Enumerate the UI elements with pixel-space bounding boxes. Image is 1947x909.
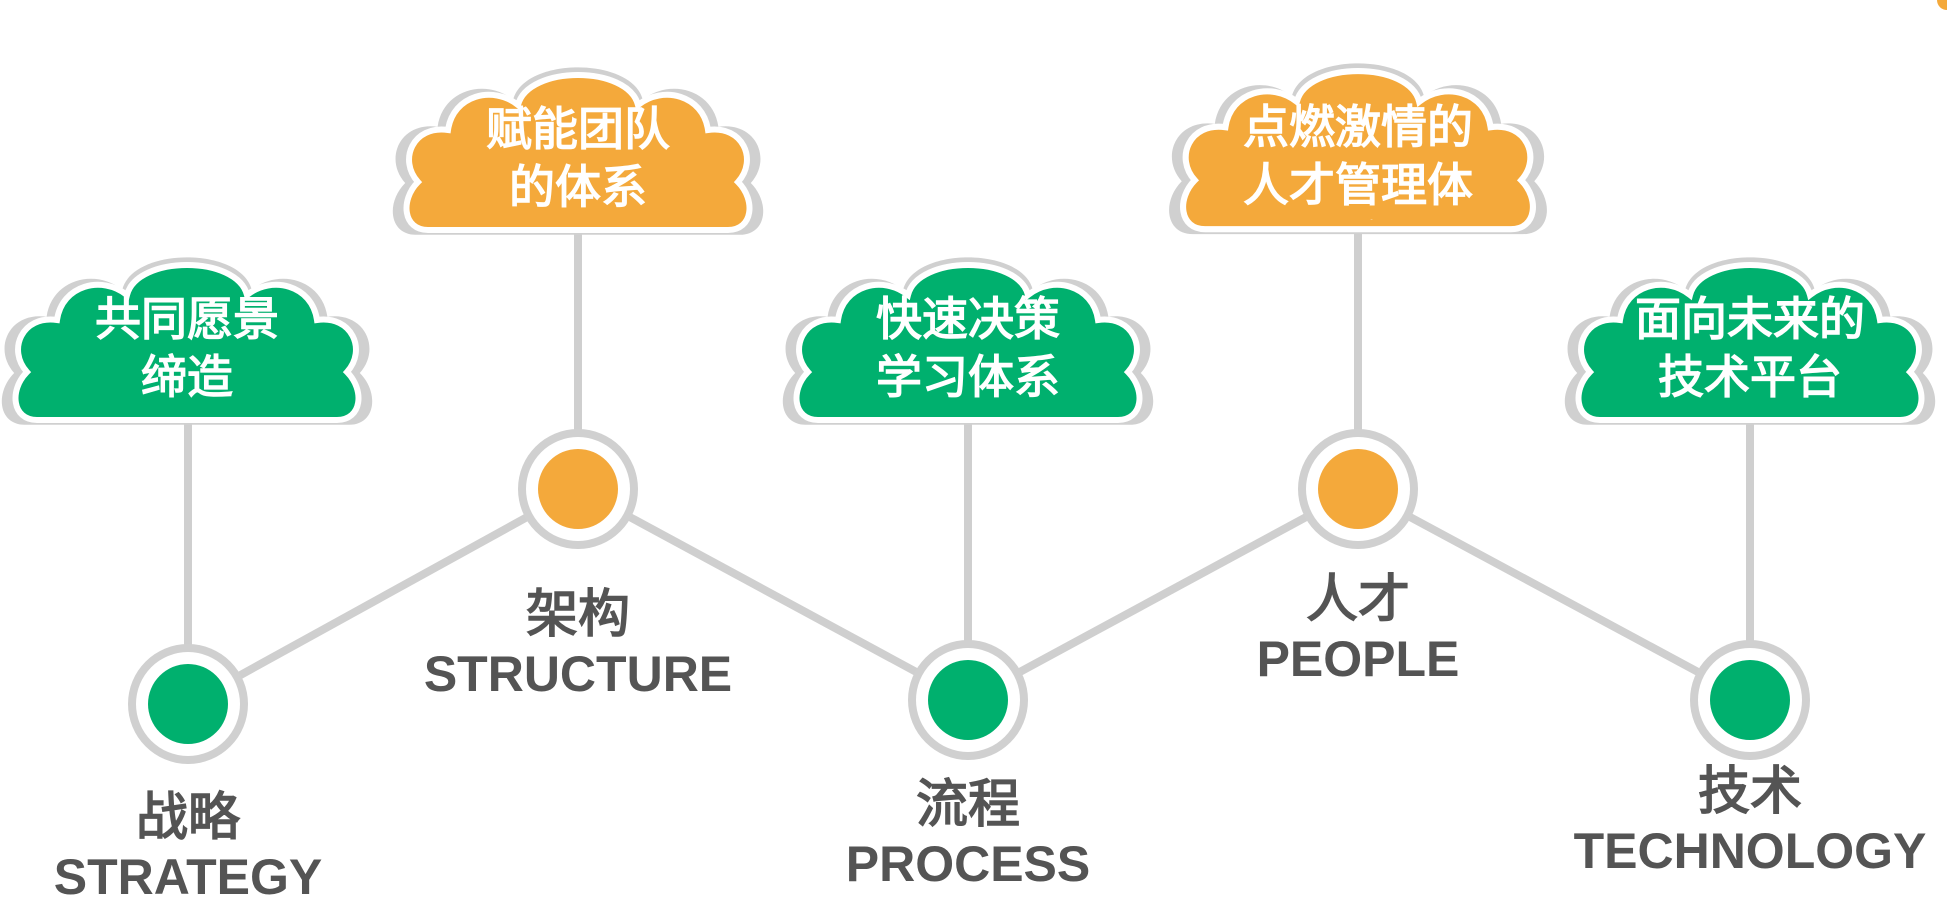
label-technology-en: TECHNOLOGY bbox=[1573, 823, 1927, 879]
label-structure: 架构 STRUCTURE bbox=[388, 585, 768, 703]
cloud-text-strategy: 共同愿景缔造 bbox=[95, 292, 279, 404]
connector-line-structure-process bbox=[576, 485, 970, 704]
label-people: 人才 PEOPLE bbox=[1168, 570, 1548, 688]
label-process: 流程 PROCESS bbox=[778, 775, 1158, 893]
label-strategy: 战略 STRATEGY bbox=[0, 788, 378, 906]
node-core-technology bbox=[1710, 660, 1790, 740]
cloud-text-process: 快速决策学习体系 bbox=[876, 292, 1060, 404]
label-people-zh: 人才 bbox=[1305, 570, 1410, 630]
label-process-en: PROCESS bbox=[845, 836, 1091, 892]
label-strategy-zh: 战略 bbox=[135, 788, 240, 848]
cloud-text-people: 点燃激情的人才管理体系 bbox=[1243, 100, 1473, 220]
cloud-text-structure: 赋能团队的体系 bbox=[486, 102, 670, 214]
connector-line-process-people bbox=[966, 485, 1360, 704]
cloud-text-technology: 面向未来的技术平台 bbox=[1635, 292, 1865, 404]
label-technology-zh: 技术 bbox=[1697, 762, 1802, 822]
connector-lines bbox=[186, 485, 1752, 708]
node-core-structure bbox=[538, 449, 618, 529]
timeline-nodes bbox=[128, 429, 1810, 764]
connector-line-strategy-structure bbox=[186, 485, 580, 708]
label-structure-en: STRUCTURE bbox=[423, 646, 733, 702]
connector-line-people-technology bbox=[1356, 485, 1752, 704]
node-core-people bbox=[1318, 449, 1398, 529]
label-people-en: PEOPLE bbox=[1256, 631, 1460, 687]
label-strategy-en: STRATEGY bbox=[53, 849, 323, 905]
corner-accent bbox=[1937, 0, 1947, 10]
label-technology: 技术 TECHNOLOGY bbox=[1560, 762, 1940, 880]
label-structure-zh: 架构 bbox=[525, 585, 630, 645]
cloud-stems bbox=[184, 229, 1754, 664]
node-core-strategy bbox=[148, 664, 228, 744]
label-process-zh: 流程 bbox=[915, 775, 1020, 835]
node-core-process bbox=[928, 660, 1008, 740]
